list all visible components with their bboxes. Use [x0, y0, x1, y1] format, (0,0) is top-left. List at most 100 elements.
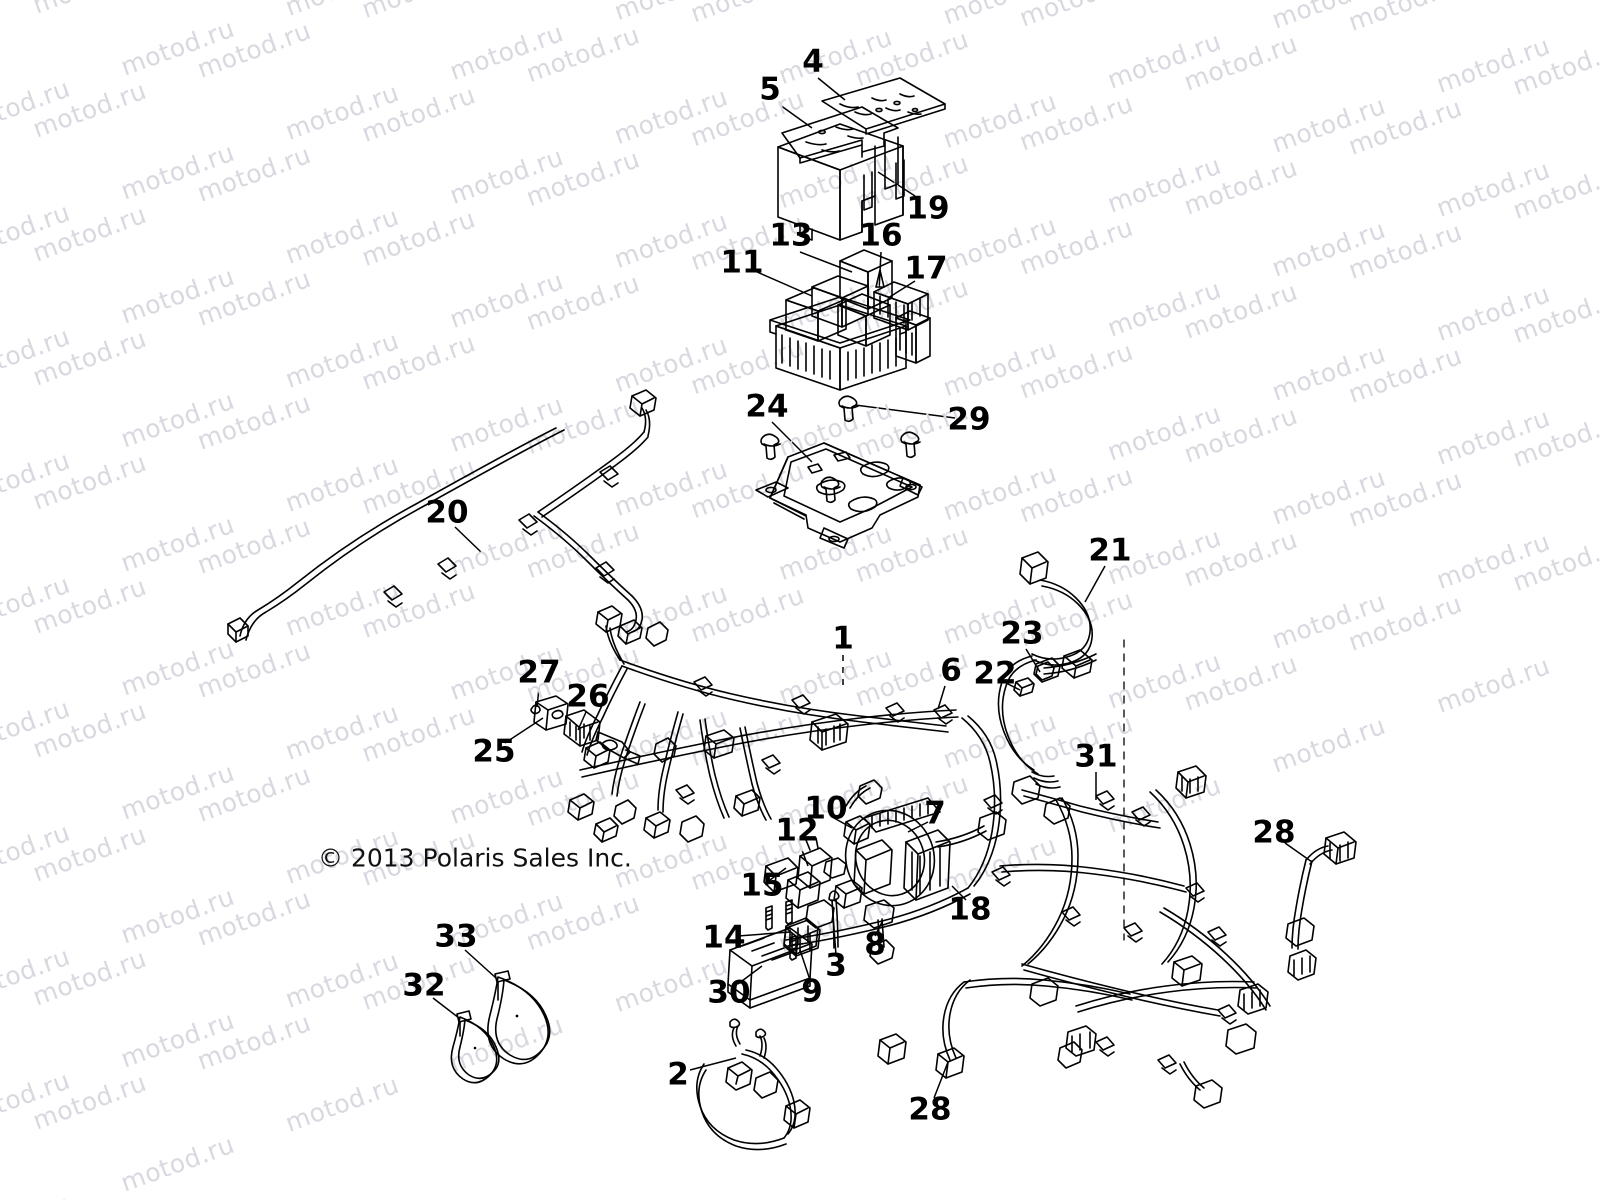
harness-clip	[1095, 790, 1115, 811]
leader-line-10	[833, 817, 853, 829]
callout-fuse-box-retaining-clips[interactable]: 19	[906, 190, 950, 227]
harness-clip	[1061, 906, 1081, 927]
part-push-rivet-4	[820, 476, 841, 504]
leader-line-30	[737, 965, 763, 985]
leader-line-20	[454, 526, 483, 554]
leader-line-6	[937, 685, 946, 710]
callout-jumper-harness[interactable]: 21	[1088, 532, 1132, 569]
part-cable-tie-small	[450, 1010, 500, 1084]
harness-connector	[645, 621, 669, 647]
callout-harness-tape-wrap[interactable]: 7	[924, 795, 946, 832]
harness-clip	[675, 784, 695, 805]
callout-battery-cable[interactable]: 28	[908, 1091, 952, 1128]
harness-connector	[613, 799, 637, 825]
callout-relay[interactable]: 13	[769, 217, 813, 254]
harness-clip	[599, 465, 619, 488]
part-screw-1	[765, 905, 773, 931]
callout-fuse-box-lid-label[interactable]: 4	[802, 43, 824, 80]
callout-ecu-connector[interactable]: 9	[801, 973, 823, 1010]
leader-line-28	[933, 1061, 949, 1099]
harness-connector	[593, 817, 619, 843]
leader-line-32	[432, 997, 460, 1019]
leader-line-33	[464, 949, 497, 979]
part-center-connector-cluster	[763, 779, 1007, 965]
leader-line-2	[689, 1057, 737, 1071]
harness-clip	[1207, 926, 1227, 947]
part-battery-cable-right	[1285, 831, 1357, 981]
harness-clip	[983, 794, 1003, 815]
leader-line-21	[1084, 565, 1106, 603]
part-chassis-harness-extension	[227, 389, 657, 645]
callout-cable-tie-large[interactable]: 33	[434, 918, 478, 955]
callout-chassis-harness-extension[interactable]: 20	[425, 494, 469, 531]
callout-connector-seal[interactable]: 23	[1000, 615, 1044, 652]
harness-connector	[703, 729, 735, 759]
harness-clip	[595, 561, 615, 584]
harness-clip	[1185, 882, 1205, 903]
leader-line-14	[737, 931, 791, 937]
harness-clip	[437, 557, 457, 580]
callout-ground-lead[interactable]: 31	[1074, 738, 1118, 775]
harness-connector	[567, 793, 595, 821]
callout-screw[interactable]: 14	[702, 919, 746, 956]
callout-connector-block[interactable]: 15	[740, 867, 784, 904]
harness-clip	[383, 585, 403, 608]
harness-clip	[1131, 806, 1151, 827]
callout-cable-tie-small[interactable]: 32	[402, 967, 446, 1004]
part-push-rivet-2	[900, 431, 921, 459]
callout-mounting-bracket[interactable]: 24	[745, 388, 789, 425]
callout-mini-fuse[interactable]: 17	[904, 250, 948, 287]
callout-relay-small[interactable]: 12	[775, 812, 819, 849]
copyright-notice: © 2013 Polaris Sales Inc.	[318, 843, 632, 873]
callout-cavity-plug[interactable]: 22	[973, 655, 1017, 692]
callout-wire-loom-clip[interactable]: 10	[804, 790, 848, 827]
harness-connector	[1171, 955, 1203, 987]
callout-harness-retainer[interactable]: 18	[948, 891, 992, 928]
harness-connector	[679, 815, 705, 843]
callout-relay-block[interactable]: 11	[720, 244, 764, 281]
harness-connector	[1057, 1041, 1083, 1069]
callout-main-wire-harness[interactable]: 1	[832, 620, 854, 657]
callout-fuse-puller[interactable]: 16	[859, 217, 903, 254]
harness-clip	[761, 754, 781, 775]
callout-sensor-lead[interactable]: 3	[825, 947, 847, 984]
leader-line-15	[769, 867, 787, 881]
part-ground-lead	[1011, 765, 1207, 829]
callout-inline-connector[interactable]: 26	[566, 678, 610, 715]
part-fuse-box-lid	[821, 77, 946, 135]
harness-clip	[1123, 922, 1143, 943]
part-screw-3	[789, 935, 797, 961]
part-connector-housing-group	[530, 695, 641, 765]
harness-connector	[643, 811, 671, 839]
callout-harness-clip[interactable]: 6	[940, 652, 962, 689]
harness-connector	[1225, 1023, 1257, 1055]
callout-electronic-control-unit[interactable]: 30	[707, 974, 751, 1011]
part-relay-fuse-block	[769, 249, 931, 391]
part-jumper-harness	[997, 551, 1097, 789]
part-battery-cable-lower	[877, 977, 1133, 1079]
harness-clip	[791, 694, 811, 715]
leader-line-9	[799, 949, 811, 981]
harness-connector	[1237, 983, 1269, 1015]
harness-connector	[653, 737, 677, 763]
harness-clip	[693, 676, 713, 697]
leader-line-24	[771, 421, 813, 463]
leader-line-13	[799, 251, 853, 273]
part-cable-tie-large	[487, 970, 551, 1065]
part-fuse-box-cover	[777, 106, 905, 241]
callout-connector-housing[interactable]: 25	[472, 733, 516, 770]
harness-connector	[733, 789, 761, 817]
callout-terminal-pin[interactable]: 27	[517, 654, 561, 691]
part-mounting-bracket	[755, 442, 923, 549]
callout-accessory-harness[interactable]: 2	[667, 1056, 689, 1093]
part-push-rivet-1	[838, 395, 859, 423]
callout-battery-cable[interactable]: 28	[1252, 814, 1296, 851]
callout-fuse-box-cover[interactable]: 5	[759, 71, 781, 108]
harness-clip	[1217, 1004, 1237, 1025]
harness-clip	[518, 513, 538, 536]
callout-fuse-holder[interactable]: 8	[864, 926, 886, 963]
harness-clip	[1157, 1054, 1177, 1075]
multipin-connector	[809, 713, 849, 751]
callout-push-rivet[interactable]: 29	[947, 401, 991, 438]
